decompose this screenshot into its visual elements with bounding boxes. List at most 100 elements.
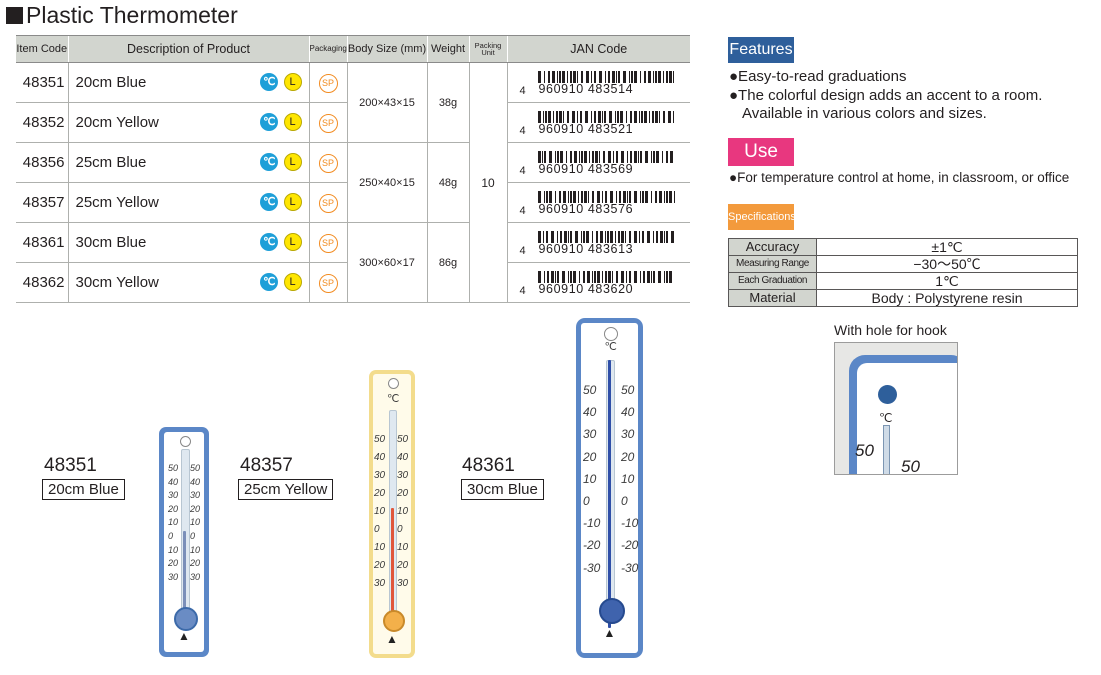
- barcode-bar: [537, 71, 541, 83]
- barcode-bar: [572, 191, 576, 203]
- l-icon: L: [283, 273, 302, 292]
- barcode-bar: [548, 191, 552, 203]
- scale-label-left: 10: [374, 542, 386, 553]
- scale-label-left: 10: [168, 544, 179, 555]
- sp-packaging-icon: SP: [318, 273, 338, 293]
- scale-label-right: 40: [397, 452, 409, 463]
- barcode-bar: [633, 231, 637, 243]
- spec-value: ±1℃: [816, 238, 1078, 256]
- barcode-bar: [672, 71, 674, 83]
- barcode-bar: [577, 191, 579, 203]
- barcode-bar: [578, 151, 580, 163]
- barcode-bar: [554, 271, 556, 283]
- barcode-bar: [604, 191, 607, 203]
- barcode-bar: [604, 271, 607, 283]
- barcode-bar: [633, 71, 637, 83]
- scale-label-right: 20: [190, 558, 201, 569]
- barcode-bar: [566, 71, 568, 83]
- barcode-bar: [624, 231, 626, 243]
- barcode-bar: [609, 191, 613, 203]
- jan-code-cell: 4 960910 483514: [506, 62, 690, 103]
- scale-label-left: 20: [583, 449, 597, 464]
- barcode-bar: [662, 71, 664, 83]
- scale-label-left: 30: [168, 490, 179, 501]
- hook-caption: With hole for hook: [834, 322, 947, 338]
- barcode-bar: [603, 111, 606, 123]
- scale-label-left: 0: [168, 531, 174, 541]
- barcode-bar: [601, 111, 603, 123]
- feature-icons: ℃ L: [260, 73, 302, 92]
- description-text: 25cm Yellow: [75, 194, 159, 211]
- barcode-bar: [668, 71, 672, 83]
- barcode-bar: [620, 271, 624, 283]
- scale-label-right: 10: [397, 506, 409, 517]
- header-body-size: Body Size (mm): [346, 35, 427, 63]
- feature-item: ●The colorful design adds an accent to a…: [729, 87, 1043, 104]
- barcode-bar: [582, 231, 585, 243]
- barcode-bar: [583, 151, 587, 163]
- description-text: 30cm Yellow: [75, 274, 159, 291]
- barcode-bar: [569, 271, 572, 283]
- barcode-bar: [580, 231, 582, 243]
- barcode-bar: [639, 71, 641, 83]
- header-weight: Weight: [426, 35, 469, 63]
- barcode-bar: [598, 71, 602, 83]
- barcode-bar: [595, 231, 598, 243]
- l-icon: L: [283, 73, 302, 92]
- scale-label-right: 40: [190, 476, 201, 487]
- barcode-bar: [620, 231, 624, 243]
- barcode-bar: [641, 191, 644, 203]
- hang-hole-icon: [179, 436, 191, 447]
- barcode-bar: [617, 71, 620, 83]
- jan-code-cell: 4 960910 483576: [506, 182, 690, 223]
- barcode-bar: [658, 191, 662, 203]
- barcode-bar: [629, 111, 632, 123]
- product-name: 25cm Yellow: [238, 479, 334, 500]
- barcode-bar: [654, 71, 657, 83]
- product-description: 20cm Blue ℃ L: [67, 62, 309, 103]
- barcode-bar: [643, 71, 646, 83]
- item-code: 48356: [16, 142, 68, 183]
- barcode-bar: [562, 191, 566, 203]
- use-badge: Use: [728, 138, 794, 166]
- scale-label-right: -20: [621, 538, 639, 553]
- barcode-icon: [537, 191, 677, 203]
- barcode-bar: [558, 111, 562, 123]
- barcode-bar: [652, 71, 654, 83]
- barcode-bar: [665, 71, 668, 83]
- l-icon: L: [283, 233, 302, 252]
- barcode-bar: [543, 71, 545, 83]
- barcode-bar: [628, 71, 630, 83]
- product-name: 20cm Blue: [42, 479, 125, 500]
- scale-label-right: 30: [397, 470, 409, 481]
- barcode-bar: [543, 271, 545, 283]
- l-icon: L: [283, 193, 302, 212]
- barcode-bar: [552, 111, 554, 123]
- spec-key: Accuracy: [728, 238, 817, 256]
- jan-prefix: 4: [519, 245, 526, 257]
- barcode-bar: [661, 151, 663, 163]
- barcode-bar: [537, 111, 541, 123]
- table-row: 48362 30cm Yellow ℃ L SP 4 960910 483620: [16, 262, 690, 303]
- barcode-bar: [644, 191, 648, 203]
- scale-label-left: 30: [374, 578, 386, 589]
- barcode-bar: [633, 151, 637, 163]
- barcode-bar: [654, 111, 658, 123]
- scale-label-right: 20: [397, 488, 409, 499]
- scale-label-right: 30: [190, 571, 201, 582]
- scale-label-left: 40: [374, 452, 386, 463]
- barcode-bar: [542, 111, 544, 123]
- jan-code-cell: 4 960910 483521: [506, 102, 690, 143]
- square-bullet-icon: [6, 7, 23, 24]
- barcode-bar: [544, 111, 547, 123]
- scale-label-right: 0: [621, 494, 628, 508]
- jan-number: 960910 483514: [538, 82, 634, 96]
- scale-label-right: 10: [190, 544, 201, 555]
- scale-label-left: 40: [168, 476, 179, 487]
- scale-label-right: 50: [190, 463, 201, 473]
- feature-icons: ℃ L: [260, 233, 302, 252]
- table-header-row: Item Code Description of Product Packagi…: [16, 35, 690, 63]
- body-size-cell: 250×40×15: [346, 142, 427, 223]
